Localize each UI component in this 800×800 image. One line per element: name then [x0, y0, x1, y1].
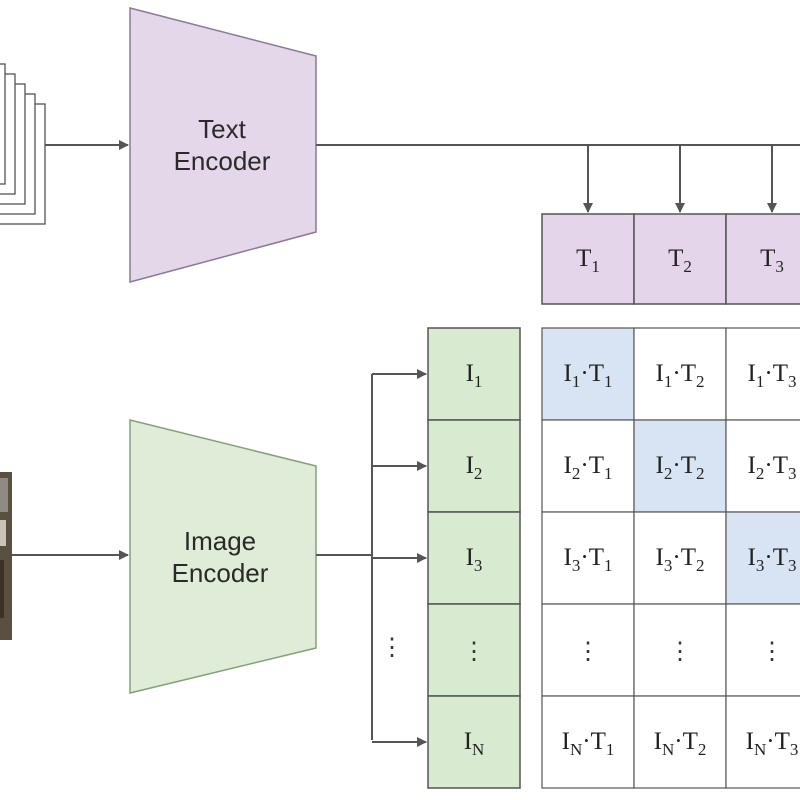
text-encoder-label-line2: Encoder — [174, 146, 271, 176]
image-branch-arrows — [372, 369, 427, 747]
matrix-cell-label: I3·T3 — [748, 544, 797, 575]
text-drop-arrows — [583, 145, 777, 213]
matrix-cell — [725, 327, 800, 421]
matrix-ellipsis: ⋮ — [576, 639, 600, 665]
image-token-ellipsis: ⋮ — [462, 639, 486, 665]
matrix-cell-label: IN·T2 — [654, 728, 707, 759]
image-token-cell — [427, 511, 521, 605]
text-token-label: T1 — [576, 245, 600, 276]
text-encoder-label-line1: Text — [198, 114, 246, 144]
matrix-cell — [541, 419, 635, 513]
image-token-label: I2 — [466, 452, 483, 483]
matrix-cell — [541, 695, 635, 789]
image-encoder-label-line1: Image — [184, 526, 256, 556]
matrix-diagonal-cell — [541, 327, 635, 421]
branch-ellipsis: ⋮ — [380, 635, 404, 661]
matrix-cell-label: I3·T1 — [564, 544, 613, 575]
text-token-cell — [541, 213, 635, 305]
image-token-cell — [427, 419, 521, 513]
matrix-cell-label: I2·T1 — [564, 452, 613, 483]
matrix-ellipsis: ⋮ — [760, 639, 784, 665]
text-token-label: T3 — [760, 245, 784, 276]
photo-thumbnail-icon — [0, 472, 12, 640]
matrix-cell — [633, 603, 727, 697]
matrix-cell — [633, 511, 727, 605]
image-token-label: I3 — [466, 544, 483, 575]
matrix-cell-label: IN·T1 — [562, 728, 615, 759]
image-token-cell — [427, 695, 521, 789]
image-encoder-label-line2: Encoder — [172, 558, 269, 588]
text-embedding-row: T1 T2 T3 — [541, 213, 800, 305]
matrix-cell — [725, 695, 800, 789]
image-token-cell — [427, 603, 521, 697]
matrix-cell-label: I1·T3 — [748, 360, 797, 391]
matrix-ellipsis: ⋮ — [668, 639, 692, 665]
text-token-label: T2 — [668, 245, 692, 276]
text-token-cell — [725, 213, 800, 305]
stacked-pages-icon — [0, 63, 46, 225]
matrix-cell-label: I3·T2 — [656, 544, 705, 575]
matrix-cell-label: I1·T1 — [564, 360, 613, 391]
text-encoder: Text Encoder — [129, 7, 317, 283]
text-token-cell — [633, 213, 727, 305]
matrix-cell-label: I1·T2 — [656, 360, 705, 391]
matrix-cell-label: I2·T3 — [748, 452, 797, 483]
image-token-label: IN — [464, 728, 485, 759]
image-token-label: I1 — [466, 360, 483, 391]
matrix-cell-label: IN·T3 — [746, 728, 799, 759]
matrix-cell — [541, 603, 635, 697]
matrix-cell — [725, 419, 800, 513]
image-encoder: Image Encoder — [129, 419, 317, 694]
matrix-cell-label: I2·T2 — [656, 452, 705, 483]
matrix-cell — [633, 695, 727, 789]
